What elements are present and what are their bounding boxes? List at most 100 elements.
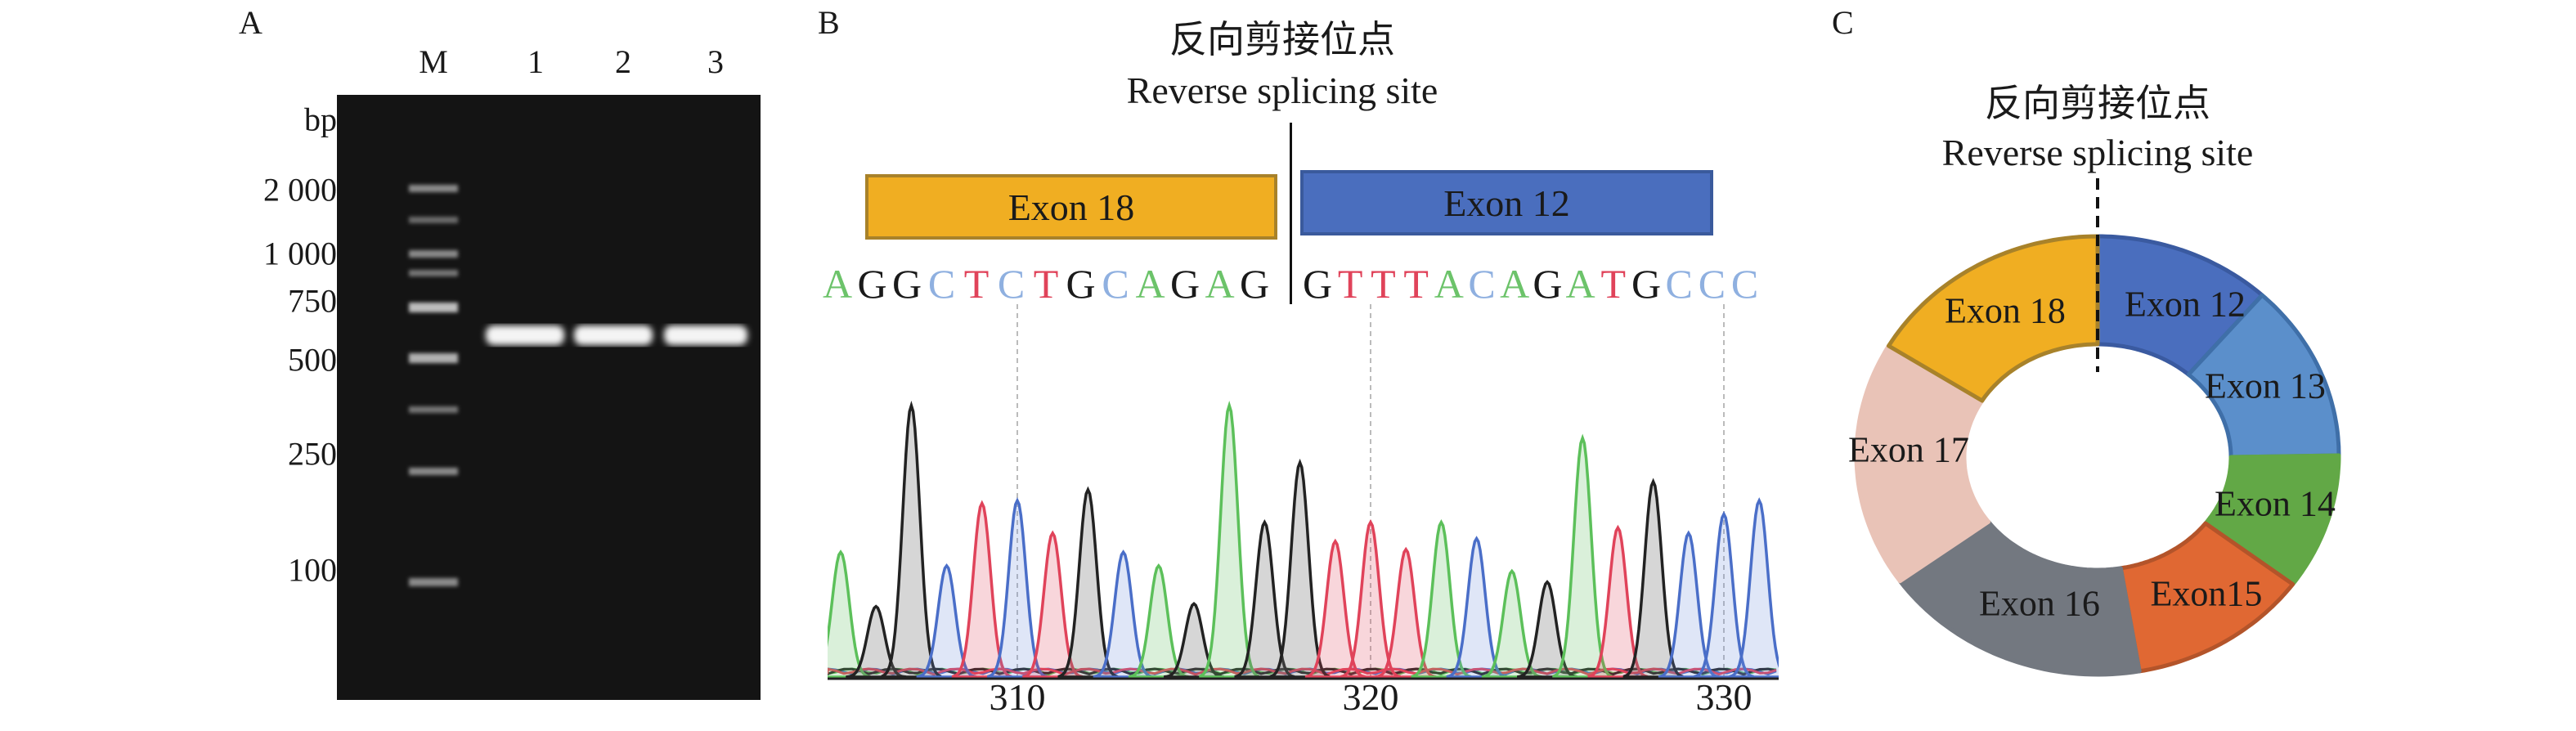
donut-label-exon-14: Exon 14 — [2215, 483, 2336, 524]
circ-title-en: Reverse splicing site — [1941, 132, 2254, 173]
lane-label-2: 2 — [615, 43, 631, 80]
chromatogram-peak-T — [1340, 519, 1401, 679]
marker-size-1000: 1 000 — [263, 235, 337, 272]
chromatogram-peak-A — [1481, 568, 1542, 679]
sequence-base: G — [1066, 261, 1096, 307]
sequence-base: T — [1371, 261, 1396, 307]
sequence-base: T — [1403, 261, 1429, 307]
chromatogram-peak-C — [916, 563, 977, 679]
chromatogram-peak-T — [1587, 524, 1649, 679]
sequence-base: A — [1565, 261, 1595, 307]
sample-band-1 — [486, 325, 564, 345]
splice-site-title-cn: 反向剪接位点 — [1169, 19, 1395, 61]
unit-label: bp — [304, 101, 337, 138]
sequence-base: G — [1239, 261, 1270, 307]
panel-a-label: A — [239, 4, 263, 41]
ladder-band — [409, 353, 458, 363]
chromatogram-peak-G — [1164, 602, 1224, 679]
sequence-base: C — [1665, 261, 1693, 307]
exon-12-box: Exon 12 — [1300, 170, 1713, 235]
baseline-trace — [828, 667, 1777, 676]
chromatogram-peak-A — [1411, 519, 1472, 679]
chromatogram-peak-C — [987, 497, 1048, 679]
chromatogram-peak-G — [1622, 478, 1684, 679]
chromatogram-peak-A — [828, 549, 871, 679]
ladder-band — [409, 217, 458, 223]
sequence-base: C — [1730, 261, 1759, 307]
lane-label-3: 3 — [707, 43, 724, 80]
chromatogram-peak-G — [1234, 519, 1295, 679]
sequence-base: A — [1205, 261, 1235, 307]
circ-title-cn: 反向剪接位点 — [1985, 83, 2210, 124]
sequence-base: A — [822, 261, 853, 307]
sequence-base: G — [1533, 261, 1563, 307]
marker-size-250: 250 — [288, 435, 337, 473]
marker-size-750: 750 — [288, 282, 337, 320]
baseline-trace — [828, 667, 1777, 676]
sample-band-3 — [664, 325, 747, 345]
donut-label-exon-13: Exon 13 — [2205, 366, 2326, 406]
gel-background — [337, 95, 761, 700]
chromatogram-peak-G — [1057, 486, 1119, 679]
chromatogram-peak-C — [1694, 510, 1754, 679]
sequence-base: C — [1698, 261, 1726, 307]
ladder-band — [409, 578, 458, 586]
ladder-band — [409, 250, 458, 258]
panel-b-label: B — [818, 4, 840, 41]
sequence-base: A — [1135, 261, 1165, 307]
sequence-base: G — [1302, 261, 1333, 307]
sequence-base: C — [1468, 261, 1496, 307]
chromatogram-peak-G — [881, 400, 942, 679]
sequence-base: C — [1102, 261, 1129, 307]
lane-label-marker: M — [419, 43, 448, 80]
chromatogram-peak-G — [846, 604, 907, 679]
ladder-band — [409, 270, 458, 276]
chromatogram-peak-T — [1376, 546, 1437, 679]
splice-junction-line — [1290, 123, 1292, 304]
x-tick-310: 310 — [989, 676, 1046, 718]
splice-site-title-en: Reverse splicing site — [1126, 70, 1438, 111]
ladder-band — [409, 406, 458, 413]
exon-18-box: Exon 18 — [865, 174, 1277, 240]
sequence-base: T — [1337, 261, 1363, 307]
marker-size-500: 500 — [288, 341, 337, 379]
sample-band-2 — [574, 325, 653, 345]
sample-bands — [486, 325, 747, 345]
sequence-base: T — [963, 261, 990, 307]
sequence-base: C — [997, 261, 1025, 307]
ladder-bands — [409, 185, 458, 586]
chromatogram-peak-T — [1304, 538, 1366, 679]
sequence-base: T — [1600, 261, 1627, 307]
donut-label-exon-12: Exon 12 — [2125, 284, 2246, 325]
sequence-base: C — [927, 261, 956, 307]
marker-size-2000: 2 000 — [263, 171, 337, 209]
donut-label-exon-17: Exon 17 — [1848, 429, 1969, 470]
sequence-base: A — [1500, 261, 1530, 307]
exon-12-box-label: Exon 12 — [1443, 182, 1570, 224]
panel-c-label: C — [1832, 4, 1854, 41]
ladder-band — [409, 468, 458, 475]
chromatogram-peak-T — [1022, 530, 1084, 679]
chromatogram-peak-T — [951, 500, 1012, 679]
lane-label-1: 1 — [527, 43, 544, 80]
chromatogram-peak-C — [1729, 497, 1779, 679]
sequence-base: G — [1631, 261, 1662, 307]
chromatogram-peak-A — [1552, 433, 1613, 679]
chromatogram-peak-G — [1269, 458, 1331, 679]
sequence-base: G — [1169, 261, 1200, 307]
sequence-base: G — [857, 261, 887, 307]
marker-size-100: 100 — [288, 551, 337, 589]
donut-label-exon-18: Exon 18 — [1945, 290, 2066, 331]
sequence-base: A — [1434, 261, 1464, 307]
x-tick-330: 330 — [1695, 676, 1752, 718]
exon-18-box-label: Exon 18 — [1008, 186, 1135, 228]
sequence-base: G — [891, 261, 922, 307]
chromatogram-peak-A — [1199, 400, 1260, 679]
chromatogram-peak-C — [1093, 549, 1154, 679]
x-tick-320: 320 — [1342, 676, 1399, 718]
chromatogram-peak-A — [1128, 563, 1189, 679]
donut-label-exon-15: Exon15 — [2150, 573, 2263, 614]
